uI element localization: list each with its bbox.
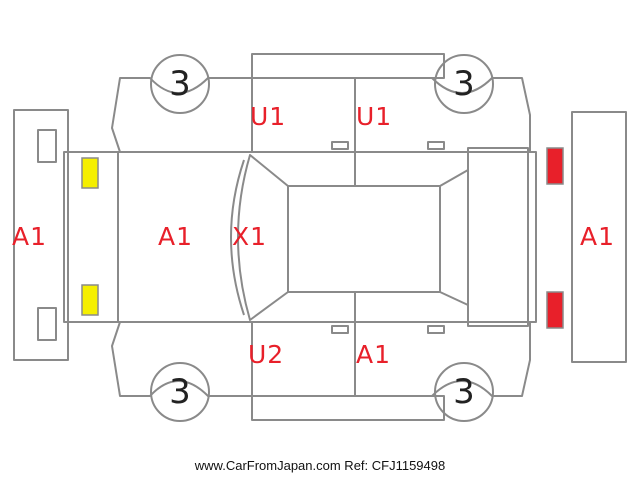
door-upper-rear-code: U1 (356, 102, 393, 131)
windshield-outline (237, 154, 289, 321)
taillight-bottom (546, 291, 564, 329)
top-side-panel (111, 77, 531, 153)
front-bumper-code: A1 (12, 222, 48, 251)
watermark-text: www.CarFromJapan.com Ref: CFJ1159498 (194, 458, 446, 473)
door-lower-rear-code: A1 (356, 340, 392, 369)
wheel-top-rear-grade: 3 (453, 64, 475, 104)
taillight-top (546, 147, 564, 185)
door-upper-front-code: U1 (250, 102, 287, 131)
windshield-code: X1 (232, 222, 268, 251)
rear-hatch-outline (467, 147, 529, 327)
wheel-circle-top-rear (434, 54, 494, 114)
body-outline (63, 151, 537, 323)
headlight-top (81, 157, 99, 189)
wheel-circle-bottom-front (150, 362, 210, 422)
bottom-roof-rail (251, 395, 445, 421)
wheel-circle-top-front (150, 54, 210, 114)
wheel-bottom-front-grade: 3 (169, 372, 191, 412)
headlight-bottom (81, 284, 99, 316)
wheel-top-front-grade: 3 (169, 64, 191, 104)
hood-code: A1 (158, 222, 194, 251)
bottom-handle-front (331, 325, 349, 334)
rear-window-outline (439, 169, 469, 306)
front-bumper-outline (13, 109, 69, 361)
top-roof-rail (251, 53, 445, 79)
top-handle-rear (427, 141, 445, 150)
roof-outline (287, 185, 441, 293)
door-lower-front-code: U2 (248, 340, 285, 369)
front-bumper-slot-top (37, 129, 57, 163)
top-handle-front (331, 141, 349, 150)
rear-bumper-code: A1 (580, 222, 616, 251)
wheel-circle-bottom-rear (434, 362, 494, 422)
wheel-bottom-rear-grade: 3 (453, 372, 475, 412)
rear-bumper-outline (571, 111, 627, 363)
front-bumper-slot-bottom (37, 307, 57, 341)
bottom-handle-rear (427, 325, 445, 334)
